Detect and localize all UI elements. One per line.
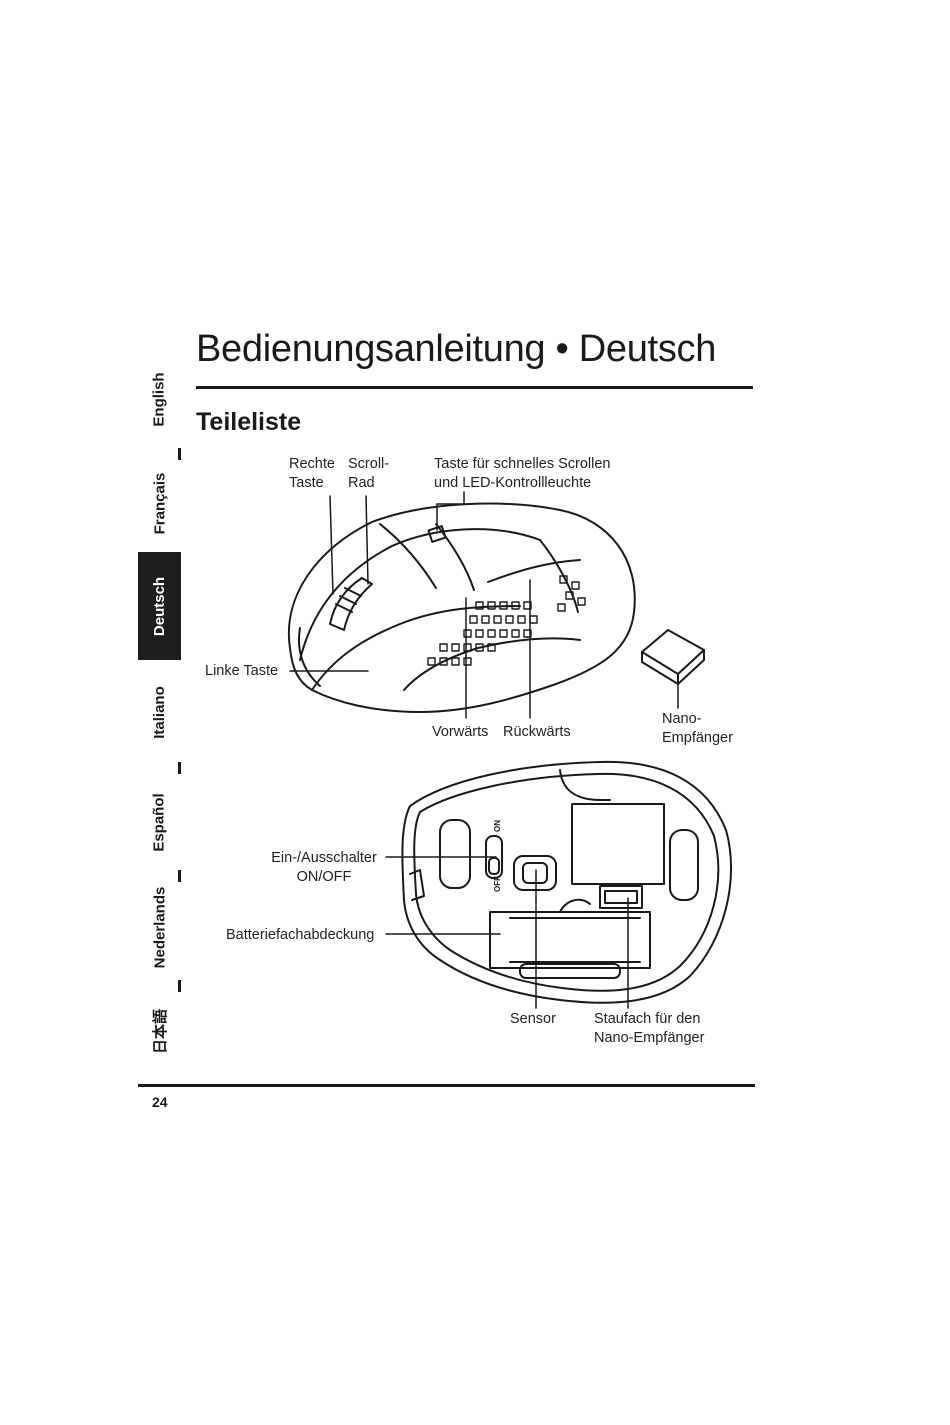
tab-separator [178, 980, 181, 992]
mouse-bottom-illustration [401, 760, 733, 1004]
tab-separator [178, 870, 181, 882]
label-battery-cover: Batteriefachabdeckung [226, 927, 375, 943]
label-right-button: Rechte Taste [289, 456, 335, 491]
tab-separator [178, 762, 181, 774]
label-nano-receiver: Nano- Empfänger [662, 711, 733, 746]
mouse-top-illustration [287, 502, 636, 713]
section-title: Teileliste [196, 408, 302, 436]
page-number: 24 [152, 1094, 168, 1110]
label-forward: Vorwärts [432, 724, 489, 740]
title-divider [196, 386, 753, 389]
label-power-switch: Ein-/Ausschalter ON/OFF [271, 850, 377, 885]
tab-separator [178, 448, 181, 460]
tab-deutsch[interactable]: Deutsch [138, 552, 181, 660]
grip-texture [427, 575, 586, 666]
label-storage: Staufach für den Nano-Empfänger [594, 1011, 705, 1046]
footer-divider [138, 1084, 755, 1087]
label-back: Rückwärts [503, 724, 571, 740]
label-sensor: Sensor [510, 1011, 556, 1027]
label-fast-scroll: Taste für schnelles Scrollen und LED-Kon… [434, 456, 611, 491]
label-scroll-wheel: Scroll- Rad [348, 456, 390, 491]
page-title: Bedienungsanleitung • Deutsch [196, 328, 717, 370]
switch-on-mark: ON [493, 820, 502, 832]
label-left-button: Linke Taste [205, 663, 279, 679]
nano-receiver-illustration [641, 629, 705, 685]
switch-off-mark: OFF [493, 876, 502, 892]
